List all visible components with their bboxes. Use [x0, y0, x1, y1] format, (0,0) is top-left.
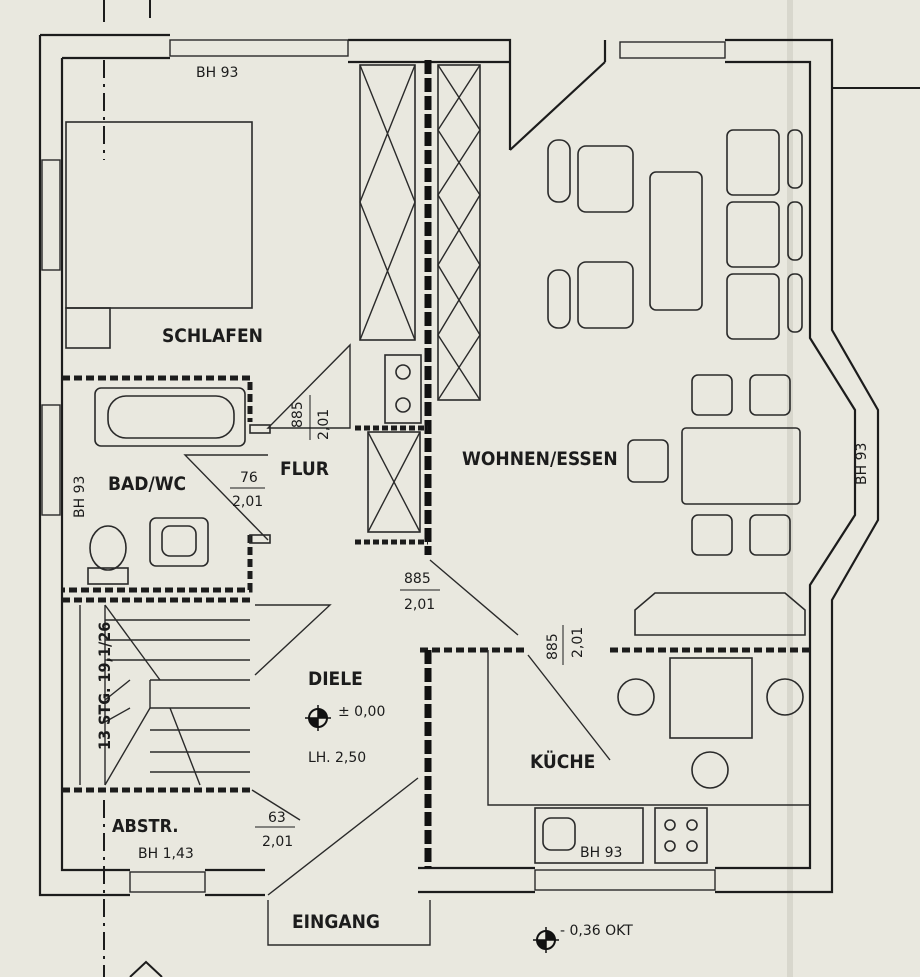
room-label-eingang: EINGANG — [292, 911, 380, 933]
room-label-wohnen: WOHNEN/ESSEN — [462, 448, 618, 470]
room-label-diele: DIELE — [308, 668, 363, 690]
room-label-flur: FLUR — [280, 458, 329, 480]
okt-level: - 0,36 OKT — [560, 923, 633, 939]
door-wohnen-height: 2,01 — [404, 597, 435, 613]
windows — [41, 39, 726, 893]
section-arrow-icon — [129, 960, 163, 977]
door-flur-height: 2,01 — [316, 409, 332, 440]
doors — [183, 343, 611, 946]
diele-height: LH. 2,50 — [308, 750, 366, 766]
room-label-abstr: ABSTR. — [112, 816, 179, 837]
door-bad-width: 76 — [240, 470, 258, 486]
room-label-bad: BAD/WC — [108, 473, 186, 495]
outer-walls — [38, 33, 880, 897]
door-flur-width: 885 — [290, 401, 306, 428]
door-wohnen-width: 885 — [404, 571, 431, 587]
door-abstr-height: 2,01 — [262, 834, 293, 850]
diele-level: ± 0,00 — [338, 704, 385, 720]
door-bad-height: 2,01 — [232, 494, 263, 510]
door-kueche-height: 2,01 — [570, 627, 586, 658]
sill-height-kueche: BH 93 — [580, 845, 622, 861]
stairs-label: 13 STG. 19,1/26 — [95, 622, 114, 750]
okt-marker-icon — [533, 927, 559, 953]
bed — [65, 60, 253, 349]
room-label-schlafen: SCHLAFEN — [162, 325, 263, 347]
wardrobe — [355, 60, 481, 555]
sill-height-abstr: BH 1,43 — [138, 846, 194, 862]
living-furniture — [547, 129, 806, 636]
bath-walls — [62, 375, 271, 593]
sill-height-bad: BH 93 — [72, 476, 88, 518]
sill-height-top: BH 93 — [196, 65, 238, 81]
sill-height-right: BH 93 — [854, 443, 870, 485]
door-kueche-width: 885 — [545, 633, 561, 660]
stairs — [62, 597, 250, 793]
door-abstr-width: 63 — [268, 810, 286, 826]
level-marker-icon — [305, 705, 331, 731]
room-label-kueche: KÜCHE — [530, 749, 595, 773]
kitchen — [420, 647, 810, 868]
